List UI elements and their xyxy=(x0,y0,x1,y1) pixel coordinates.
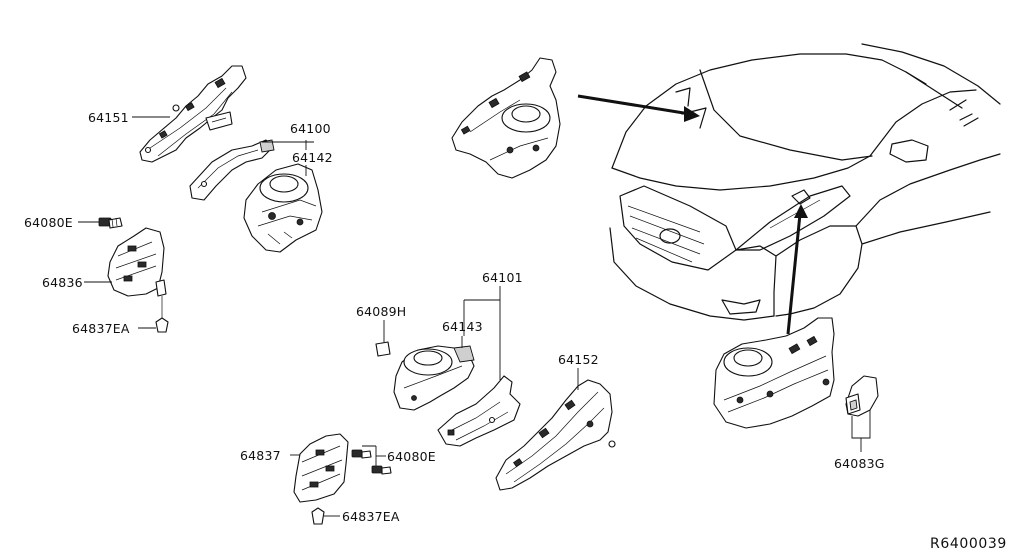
label-64151: 64151 xyxy=(88,110,129,125)
leader-64100-64142 xyxy=(262,140,314,176)
part-64142-upper-member xyxy=(189,139,275,201)
label-64080e-top: 64080E xyxy=(24,215,73,230)
arrow-to-car-upper xyxy=(577,94,691,116)
part-64089h-plate xyxy=(375,341,391,357)
leader-64101 xyxy=(463,286,501,380)
part-64152-lower-rail xyxy=(495,379,616,491)
part-64837-bracket xyxy=(293,433,349,503)
part-64101-lower-member xyxy=(437,375,521,447)
label-64100: 64100 xyxy=(290,121,331,136)
label-64142: 64142 xyxy=(292,150,333,165)
label-64837ea-bottom: 64837EA xyxy=(342,509,400,524)
part-64151-hood-ledge-reinforcement xyxy=(139,65,247,163)
label-64083g: 64083G xyxy=(834,456,885,471)
clip-64837ea-bottom xyxy=(311,507,325,525)
label-64089h: 64089H xyxy=(356,304,406,319)
bolt-64080e-bottom xyxy=(351,445,392,475)
label-64101: 64101 xyxy=(482,270,523,285)
arrow-to-car-lower xyxy=(786,213,802,335)
bolt-64080e-top xyxy=(98,217,123,229)
arrowhead-lower xyxy=(794,204,808,218)
arrowhead-upper xyxy=(684,106,700,122)
part-64836-bracket xyxy=(107,227,167,297)
label-64080e-bottom: 64080E xyxy=(387,449,436,464)
label-64837ea-top: 64837EA xyxy=(72,321,130,336)
vehicle-front-view xyxy=(609,43,1001,321)
part-64143-strut-tower xyxy=(393,345,475,411)
part-64100-hoodledge-assembly xyxy=(243,163,323,253)
part-front-apron-assembly-lower xyxy=(713,317,835,429)
leader-64083g xyxy=(851,410,871,452)
clip-64837ea-top xyxy=(155,296,169,333)
label-64836: 64836 xyxy=(42,275,83,290)
part-front-apron-assembly-upper xyxy=(451,57,561,179)
diagram-reference-code: R6400039 xyxy=(930,536,1007,552)
label-64152: 64152 xyxy=(558,352,599,367)
label-64837: 64837 xyxy=(240,448,281,463)
label-64143: 64143 xyxy=(442,319,483,334)
part-64083g-seal xyxy=(845,375,879,417)
